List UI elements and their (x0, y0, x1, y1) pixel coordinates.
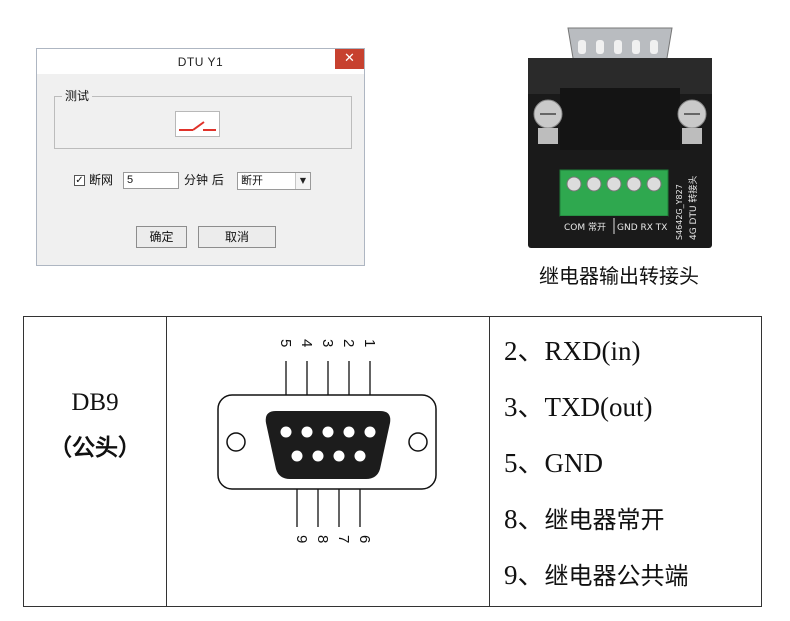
board-title-text: 4G DTU 转接头 (687, 176, 699, 240)
pin-label-bottom: 7 (335, 535, 352, 543)
minutes-input[interactable]: 5 (123, 172, 179, 189)
pin-description: 继电器公共端 (544, 562, 689, 590)
table-divider-1 (166, 316, 167, 607)
pin-label-bottom: 6 (356, 535, 373, 543)
pin-row-3: 3、TXD(out) (504, 390, 652, 424)
table-bottom-border (23, 606, 761, 607)
table-left-border (23, 316, 24, 607)
pin-label-bottom: 9 (293, 535, 310, 543)
pin-number: 2、 (504, 336, 545, 366)
pin-number: 9、 (504, 560, 545, 590)
disconnect-checkbox-label: 断网 (89, 173, 114, 187)
pin-label-top: 2 (340, 339, 357, 347)
ok-button[interactable]: 确定 (136, 226, 187, 248)
pin-row-5: 5、GND (504, 446, 603, 480)
pin-number: 5、 (504, 448, 545, 478)
action-select-value: 断开 (241, 174, 263, 187)
pin-label-top: 3 (319, 339, 336, 347)
relay-toggle-button[interactable] (175, 111, 220, 137)
pin-label-top: 5 (277, 339, 294, 347)
cancel-button[interactable]: 取消 (198, 226, 276, 248)
table-top-border (23, 316, 761, 317)
action-select[interactable]: 断开 ▼ (237, 172, 311, 190)
connector-note: （公头） (49, 435, 141, 461)
pin-description: 继电器常开 (544, 506, 665, 534)
db9-pinout-diagram: 5 4 3 2 1 9 8 7 6 (217, 339, 437, 543)
window-title: DTU Y1 (177, 55, 224, 69)
table-divider-2 (489, 316, 490, 607)
dialog-window: DTU Y1 ✕ 测试 ✓ 断网 5 分钟 后 断开 ▼ 确定 取消 (36, 48, 365, 266)
checkmark-icon: ✓ (75, 175, 84, 186)
close-button[interactable]: ✕ (335, 49, 364, 69)
group-label: 测试 (62, 89, 93, 103)
pin-number: 8、 (504, 504, 545, 534)
pin-label-top: 4 (298, 339, 315, 347)
pin-number: 3、 (504, 392, 545, 422)
pin-description: RXD(in) (544, 336, 641, 366)
relay-adapter-photo: COM 常开 GND RX TX S4642G_Y827 4G DTU 转接头 (528, 27, 712, 248)
board-model-text: S4642G_Y827 (675, 184, 684, 240)
pin-description: GND (544, 448, 604, 478)
title-bar[interactable]: DTU Y1 ✕ (37, 49, 364, 74)
test-group-box (54, 96, 352, 149)
table-right-border (761, 316, 762, 607)
terminal-label-left: COM 常开 (564, 221, 606, 233)
close-icon: ✕ (344, 51, 355, 66)
pin-label-top: 1 (361, 339, 378, 347)
minutes-after-label: 分钟 后 (184, 173, 224, 187)
disconnect-checkbox[interactable]: ✓ (74, 175, 85, 186)
pin-row-8: 8、继电器常开 (504, 502, 665, 537)
pin-row-2: 2、RXD(in) (504, 334, 641, 368)
pin-row-9: 9、继电器公共端 (504, 558, 689, 593)
pin-label-bottom: 8 (314, 535, 331, 543)
dropdown-arrow-icon[interactable]: ▼ (295, 173, 310, 189)
connector-name: DB9 (71, 389, 119, 416)
product-caption: 继电器输出转接头 (539, 264, 699, 288)
open-switch-icon (179, 121, 216, 131)
pin-description: TXD(out) (544, 392, 653, 422)
terminal-label-right: GND RX TX (617, 223, 667, 233)
